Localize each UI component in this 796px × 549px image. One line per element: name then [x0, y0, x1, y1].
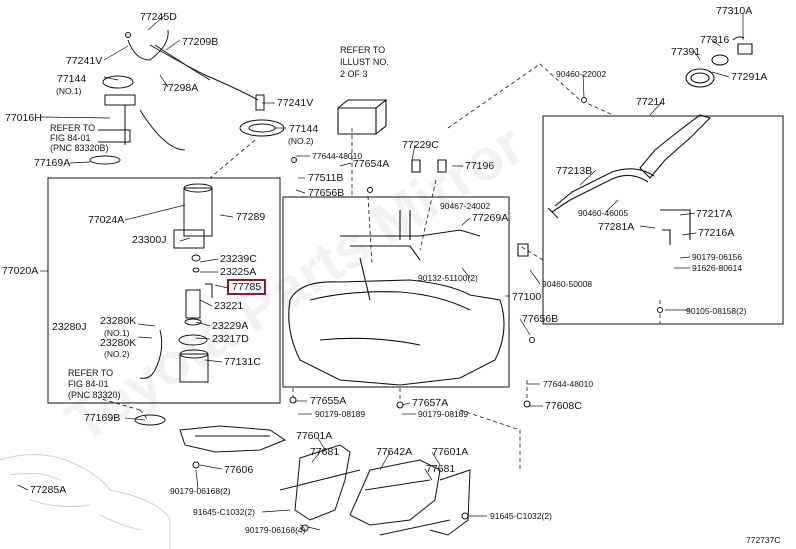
part-23280J: 23280J: [52, 321, 87, 333]
part-77214: 77214: [636, 96, 666, 108]
part-77196: 77196: [465, 160, 495, 172]
part-77606: 77606: [224, 464, 254, 476]
refer-fig-2-line3: (PNC 83320): [68, 390, 121, 400]
part-77169B: 77169B: [84, 412, 121, 424]
part-77024A: 77024A: [88, 214, 125, 226]
fuel-inlet-box: [542, 115, 784, 325]
refer-illust-line2: ILLUST NO.: [340, 57, 389, 67]
refer-fig-2-line1: REFER TO: [68, 368, 114, 378]
part-91626-80614: 91626-80614: [692, 263, 743, 273]
part-91645-C1032-b: 91645-C1032(2): [490, 511, 552, 521]
part-77285A: 77285A: [30, 484, 67, 496]
part-77642A: 77642A: [376, 446, 413, 458]
part-77298A: 77298A: [162, 82, 199, 94]
part-91645-C1032-a: 91645-C1032(2): [193, 507, 255, 517]
part-23280K-1-sub: (NO.1): [104, 328, 130, 338]
part-77601A-b: 77601A: [432, 446, 469, 458]
part-77291A: 77291A: [731, 71, 768, 83]
part-90460-46005: 90460-46005: [578, 208, 629, 218]
part-90132-51100: 90132-51100(2): [418, 273, 478, 283]
part-77269A: 77269A: [472, 212, 509, 224]
part-77131C: 77131C: [224, 356, 261, 368]
part-77608C: 77608C: [545, 400, 582, 412]
part-77316: 77316: [700, 34, 730, 46]
part-23221: 23221: [214, 300, 244, 312]
part-90179-08189-a: 90179-08189: [315, 409, 366, 419]
refer-fig-2-line2: FIG 84-01: [68, 379, 109, 389]
part-77681-b: 77681: [426, 463, 456, 475]
part-77100: 77100: [512, 291, 542, 303]
part-90105-08158: 90105-08158(2): [686, 306, 747, 316]
part-77310A: 77310A: [716, 5, 753, 17]
part-90460-22002: 90460-22002: [556, 69, 607, 79]
part-77281A: 77281A: [598, 221, 635, 233]
part-77229C: 77229C: [402, 139, 439, 151]
part-77289: 77289: [236, 211, 266, 223]
part-77144-b: 77144: [289, 123, 319, 135]
part-23239C: 23239C: [220, 253, 257, 265]
part-77016H: 77016H: [5, 112, 42, 124]
part-77785-highlighted[interactable]: 77785: [226, 279, 267, 295]
part-77217A: 77217A: [696, 208, 733, 220]
refer-fig-1-line2: FIG 84-01: [50, 133, 91, 143]
part-23280K-2: 23280K: [100, 337, 137, 349]
fuel-pump-assembly-box: [47, 177, 281, 404]
part-90179-06156: 90179-06156: [692, 252, 743, 262]
part-77656B-a: 77656B: [308, 187, 345, 199]
part-77644-48010-a: 77644-48010: [312, 151, 363, 161]
part-77169A: 77169A: [34, 157, 71, 169]
refer-fig-1-line3: (PNC 83320B): [50, 143, 109, 153]
refer-illust-line1: REFER TO: [340, 45, 386, 55]
part-77656B-b: 77656B: [522, 313, 559, 325]
diagram-id: 772737C: [746, 535, 781, 545]
part-77644-48010-b: 77644-48010: [543, 379, 594, 389]
part-23300J: 23300J: [132, 234, 167, 246]
part-77655A: 77655A: [310, 395, 347, 407]
part-90179-06168-2: 90179-06168(2): [170, 486, 231, 496]
part-77020A: 77020A: [2, 265, 39, 277]
part-23280K-1: 23280K: [100, 315, 137, 327]
part-77657A: 77657A: [412, 397, 449, 409]
part-77213B: 77213B: [556, 165, 593, 177]
part-77144-a: 77144: [57, 73, 87, 85]
part-77245D: 77245D: [140, 11, 177, 23]
part-23229A: 23229A: [212, 320, 249, 332]
part-23225A: 23225A: [220, 266, 257, 278]
refer-fig-1-line1: REFER TO: [50, 123, 96, 133]
part-77209B: 77209B: [182, 36, 219, 48]
part-90179-08189-b: 90179-08189: [418, 409, 469, 419]
part-77681-a: 77681: [310, 446, 340, 458]
part-77144-a-sub: (NO.1): [56, 86, 82, 96]
part-90467-24002: 90467-24002: [440, 201, 491, 211]
part-77511B: 77511B: [308, 172, 344, 184]
part-90460-50008: 90460-50008: [542, 279, 593, 289]
part-77654A: 77654A: [353, 158, 390, 170]
part-90179-06168-4: 90179-06168(4): [245, 525, 306, 535]
part-77144-b-sub: (NO.2): [288, 136, 314, 146]
part-77216A: 77216A: [698, 227, 735, 239]
refer-illust-line3: 2 OF 3: [340, 69, 368, 79]
part-77391: 77391: [671, 46, 701, 58]
fuel-tank-box: [282, 196, 510, 388]
part-23217D: 23217D: [212, 333, 249, 345]
part-77241V-a: 77241V: [66, 55, 103, 67]
part-23280K-2-sub: (NO.2): [104, 349, 130, 359]
part-77241V-b: 77241V: [277, 97, 314, 109]
part-77601A-a: 77601A: [296, 430, 333, 442]
